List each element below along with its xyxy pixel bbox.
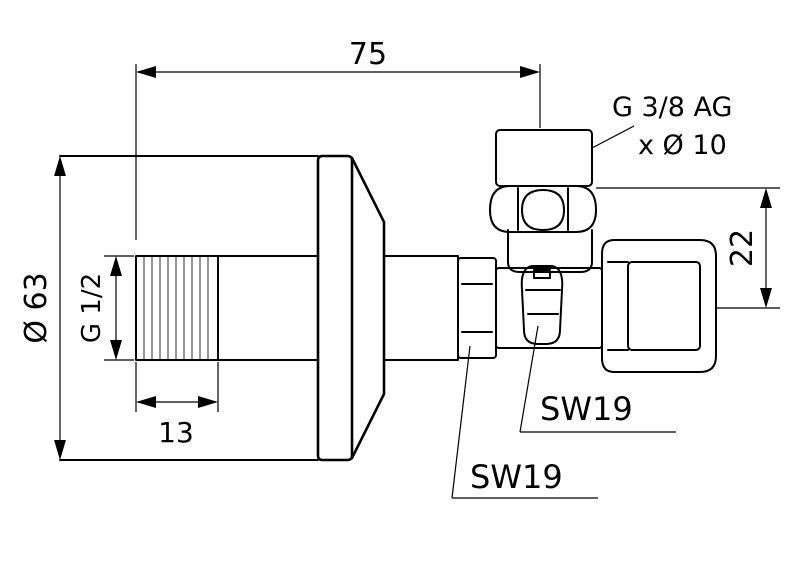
inlet-hex-nut xyxy=(457,257,497,359)
callout-label-sw19-lower: SW19 xyxy=(470,458,563,496)
callout-outlet-thread: G 3/8 AG x Ø 10 xyxy=(591,92,732,161)
wall-rosette xyxy=(59,154,386,462)
callout-label-diameter-10: x Ø 10 xyxy=(638,130,727,161)
dimension-label-diameter-63: Ø 63 xyxy=(19,272,54,343)
shutoff-spindle xyxy=(520,265,564,345)
dimension-inlet-thread: G 1/2 xyxy=(77,256,122,360)
dimension-outlet-offset: 22 xyxy=(725,188,772,308)
extension-lines xyxy=(104,64,780,412)
dimension-overall-length: 75 xyxy=(136,37,540,78)
dimension-label-22: 22 xyxy=(725,229,760,267)
dimension-label-g12: G 1/2 xyxy=(77,273,107,343)
callout-label-g38-ag: G 3/8 AG xyxy=(612,92,732,123)
dimension-label-75: 75 xyxy=(349,37,387,72)
dimension-thread-length: 13 xyxy=(136,396,218,449)
inlet-thread xyxy=(135,255,219,361)
dimension-label-13: 13 xyxy=(158,416,194,449)
outlet-compression-nut xyxy=(489,129,597,233)
side-outlet-cap xyxy=(601,239,717,373)
callout-inlet-nut-wrench-size: SW19 xyxy=(451,345,598,499)
valve-stem xyxy=(383,255,459,361)
callout-spindle-wrench-size: SW19 xyxy=(519,325,676,433)
callout-label-sw19-upper: SW19 xyxy=(540,390,633,428)
dimension-body-diameter: Ø 63 xyxy=(19,156,66,460)
